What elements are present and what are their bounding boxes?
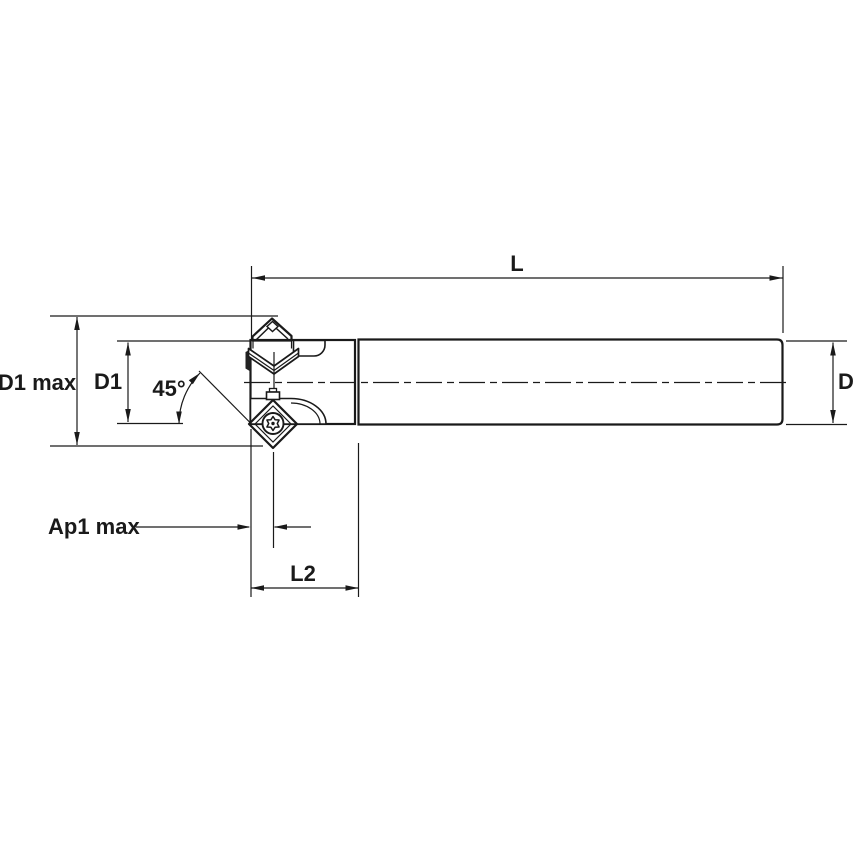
dim-label-angle: 45° bbox=[152, 376, 185, 401]
dim-label-L2: L2 bbox=[290, 561, 316, 586]
arrowhead bbox=[188, 373, 200, 385]
dim-label-Ap1max: Ap1 max bbox=[48, 514, 140, 539]
arrowhead bbox=[252, 275, 265, 281]
top-insert bbox=[251, 317, 293, 342]
arrowhead bbox=[830, 342, 836, 356]
arrowhead bbox=[74, 432, 80, 445]
arrowhead bbox=[251, 585, 264, 591]
arrowhead bbox=[830, 410, 836, 423]
pocket-fillet-inner-arc bbox=[290, 402, 321, 425]
arrowhead bbox=[176, 411, 182, 424]
dim-label-L: L bbox=[510, 251, 523, 276]
chamfer-angle-reference-line bbox=[198, 370, 252, 425]
chip-gash-notch bbox=[292, 339, 326, 357]
arrowhead bbox=[74, 317, 80, 330]
arrowhead bbox=[125, 409, 131, 422]
torx-star-icon bbox=[266, 415, 280, 432]
arrowhead bbox=[237, 524, 251, 530]
clamp-screw-head bbox=[265, 391, 281, 401]
arrowhead bbox=[769, 275, 783, 281]
torx-center-dot bbox=[271, 421, 275, 426]
arrowhead bbox=[345, 585, 359, 591]
top-insert-screw-hole bbox=[265, 320, 280, 333]
tool-shank bbox=[357, 338, 784, 426]
dim-label-D1: D1 bbox=[94, 369, 122, 394]
dim-label-D1max: D1 max bbox=[0, 370, 77, 395]
dim-label-D: D bbox=[838, 369, 854, 394]
arrowhead bbox=[274, 524, 287, 530]
arrowhead bbox=[125, 342, 131, 356]
bottom-insert-land-line bbox=[254, 405, 292, 443]
bottom-insert bbox=[247, 398, 299, 450]
